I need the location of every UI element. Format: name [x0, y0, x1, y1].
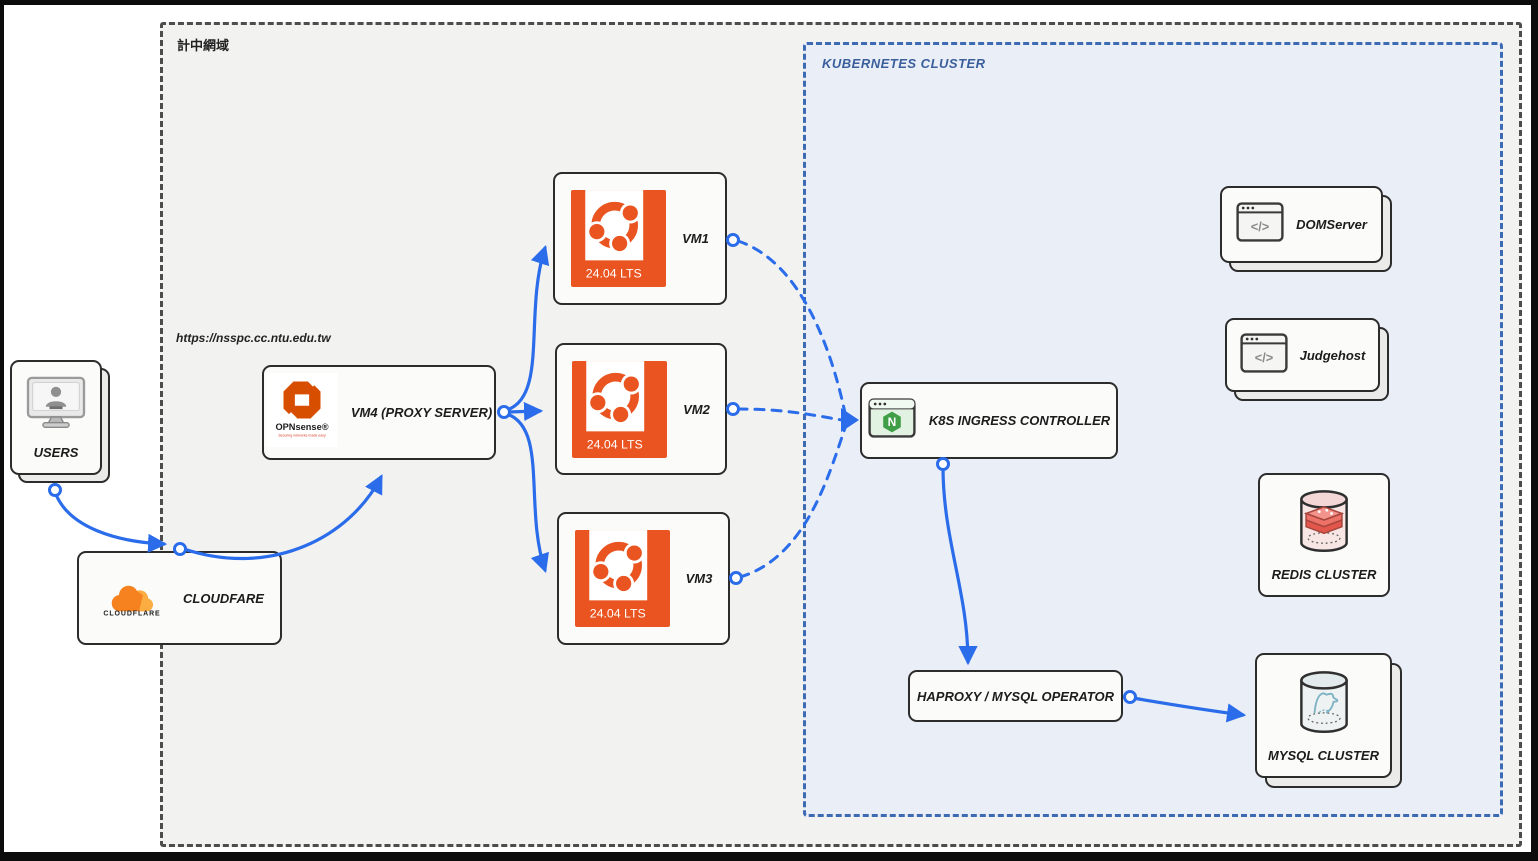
ubuntu-logo-icon: 24.04 LTS — [572, 360, 668, 458]
vm2-label: VM2 — [683, 401, 710, 417]
mysql-label: MYSQL CLUSTER — [1268, 747, 1379, 763]
redis-database-icon — [1291, 488, 1357, 561]
code-glyph: </> — [1251, 219, 1270, 234]
judgehost-node[interactable]: </> Judgehost — [1225, 318, 1380, 392]
redis-cluster-node[interactable]: REDIS CLUSTER — [1258, 473, 1390, 597]
zone-kubernetes-label: KUBERNETES CLUSTER — [822, 56, 986, 71]
domserver-label: DOMServer — [1296, 217, 1367, 232]
haproxy-operator-node[interactable]: HAPROXY / MYSQL OPERATOR — [908, 670, 1123, 722]
nginx-logo-letter: N — [888, 415, 897, 429]
ubuntu-version-badge: 24.04 LTS — [587, 437, 643, 451]
code-glyph: </> — [1254, 349, 1273, 364]
opnsense-logo-text: OPNsense® — [275, 422, 328, 432]
vm3-node[interactable]: 24.04 LTS VM3 — [557, 512, 730, 645]
code-browser-icon: </> — [1236, 202, 1284, 247]
haproxy-label: HAPROXY / MYSQL OPERATOR — [917, 688, 1114, 704]
ubuntu-logo-icon: 24.04 LTS — [574, 530, 670, 627]
ubuntu-version-badge: 24.04 LTS — [589, 606, 645, 620]
users-label: USERS — [33, 444, 79, 460]
zone-campus-label: 計中網域 — [177, 38, 230, 53]
code-browser-icon: </> — [1240, 332, 1288, 378]
mysql-cluster-node[interactable]: MYSQL CLUSTER — [1255, 653, 1392, 778]
redis-label: REDIS CLUSTER — [1271, 567, 1377, 582]
nginx-browser-icon: N — [868, 398, 916, 443]
vm2-node[interactable]: 24.04 LTS VM2 — [555, 343, 727, 475]
url-annotation: https://nsspc.cc.ntu.edu.tw — [176, 331, 331, 345]
ubuntu-version-badge: 24.04 LTS — [586, 266, 642, 280]
ingress-controller-node[interactable]: N K8S INGRESS CONTROLLER — [860, 382, 1118, 459]
vm4-label: VM4 (PROXY SERVER) — [350, 405, 493, 420]
users-node[interactable]: USERS — [10, 360, 102, 475]
ingress-label: K8S INGRESS CONTROLLER — [928, 413, 1111, 428]
vm3-label: VM3 — [685, 571, 713, 586]
mysql-database-icon — [1291, 669, 1357, 742]
judgehost-label: Judgehost — [1299, 347, 1366, 363]
vm1-node[interactable]: 24.04 LTS VM1 — [553, 172, 727, 305]
vm1-label: VM1 — [682, 231, 709, 246]
opnsense-tagline: Securing networks made easy — [278, 433, 326, 437]
vm4-proxy-node[interactable]: OPNsense® Securing networks made easy VM… — [262, 365, 496, 460]
domserver-node[interactable]: </> DOMServer — [1220, 186, 1383, 263]
cloudflare-logo-text: CLOUDFLARE — [103, 610, 160, 617]
cloudflare-label: CLOUDFARE — [183, 590, 264, 606]
monitor-user-icon — [23, 376, 89, 437]
ubuntu-logo-icon: 24.04 LTS — [571, 190, 667, 287]
cloudflare-logo-icon: CLOUDFLARE — [95, 575, 169, 622]
cloudflare-node[interactable]: CLOUDFLARE CLOUDFARE — [77, 551, 282, 645]
opnsense-logo-icon: OPNsense® Securing networks made easy — [266, 373, 338, 452]
